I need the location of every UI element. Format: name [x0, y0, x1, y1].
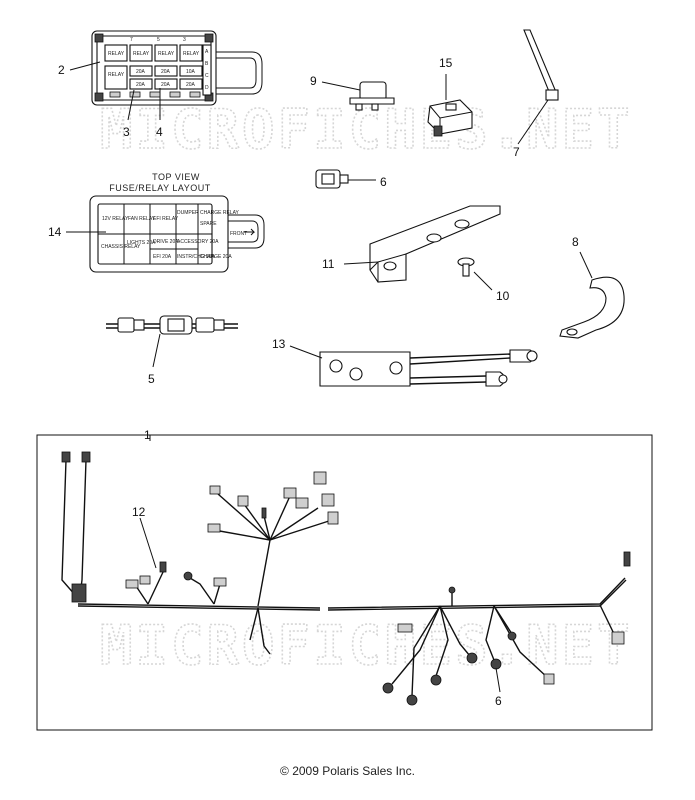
fuse-rating: 10A: [186, 69, 196, 75]
callout-13: 13: [272, 337, 286, 351]
layout-arrow-label: FRONT: [230, 231, 247, 237]
callout-2: 2: [58, 63, 65, 77]
fuse-slot-number: 7: [130, 37, 133, 43]
fuse-slot-number: 5: [157, 37, 160, 43]
layout-cell: EFI RELAY: [153, 216, 179, 222]
screw: [457, 257, 475, 277]
bracket: [369, 205, 501, 283]
cable-tie: [523, 29, 559, 101]
inset-title-line2: FUSE/RELAY LAYOUT: [109, 183, 211, 193]
layout-cell: DRIVE 20A: [153, 239, 179, 245]
relay-label: RELAY: [108, 72, 125, 78]
callout-1: 1: [144, 428, 151, 442]
fuse-rating: 20A: [161, 69, 171, 75]
fuse-rating: 20A: [136, 82, 146, 88]
fuse-rating: 20A: [186, 82, 196, 88]
layout-cell: CHARGE 20A: [200, 254, 232, 260]
callout-5: 5: [148, 372, 155, 386]
relay-label: RELAY: [183, 51, 200, 57]
main-harness: [61, 451, 631, 706]
fuse-slot-number: 3: [183, 37, 186, 43]
layout-cell: CHASSIS RELAY: [101, 244, 141, 250]
watermark-top: MICROFICHES.NET: [100, 98, 633, 161]
layout-cell: FAN RELAY: [128, 216, 156, 222]
callout-7: 7: [513, 145, 520, 159]
layout-cell: LIGHTS 20A: [127, 240, 156, 246]
relay-label: RELAY: [158, 51, 175, 57]
fuse-box: 7 5 3 RELAY RELAY RELAY RELAY 20A 20A 10…: [91, 30, 263, 106]
copyright: © 2009 Polaris Sales Inc.: [280, 764, 415, 778]
inset-title-line1: TOP VIEW: [152, 172, 200, 182]
callout-14: 14: [48, 225, 62, 239]
side-letter: A: [205, 49, 209, 55]
layout-cell: 12V RELAY: [102, 216, 129, 222]
layout-side-tab: SPARE: [200, 221, 217, 227]
callout-6-top: 6: [380, 175, 387, 189]
layout-cell: EFI 20A: [153, 254, 172, 260]
harness-frame: [36, 434, 653, 731]
callout-8: 8: [572, 235, 579, 249]
connector-part-6: [315, 169, 349, 189]
relay-socket-part-15: [427, 99, 473, 137]
callout-11: 11: [322, 257, 335, 271]
layout-cell: INSTR/CHG 15A: [177, 254, 215, 260]
callout-15: 15: [439, 56, 453, 70]
watermark-bottom: MICROFICHES.NET: [100, 614, 633, 677]
fuse-rating: 20A: [161, 82, 171, 88]
callout-9: 9: [310, 74, 317, 88]
callout-6-bottom: 6: [495, 694, 502, 708]
fuse-relay-layout: 12V RELAY FAN RELAY EFI RELAY DUMPER CHA…: [89, 195, 265, 273]
connector-part-9: [349, 81, 395, 111]
fuse-rating: 20A: [136, 69, 146, 75]
callout-10: 10: [496, 289, 510, 303]
relay-label: RELAY: [108, 51, 125, 57]
callout-4: 4: [156, 125, 163, 139]
side-letter: D: [205, 85, 209, 91]
layout-cell: DUMPER CHARGE RELAY: [177, 210, 240, 216]
callout-3: 3: [123, 125, 130, 139]
side-letter: C: [205, 73, 209, 79]
inline-fuse-holder: [106, 315, 238, 335]
ground-cables: [319, 349, 538, 387]
side-letter: B: [205, 61, 209, 67]
clamp: [559, 276, 625, 339]
callout-12: 12: [132, 505, 146, 519]
relay-label: RELAY: [133, 51, 150, 57]
layout-cell: ACCESSORY 20A: [177, 239, 219, 245]
